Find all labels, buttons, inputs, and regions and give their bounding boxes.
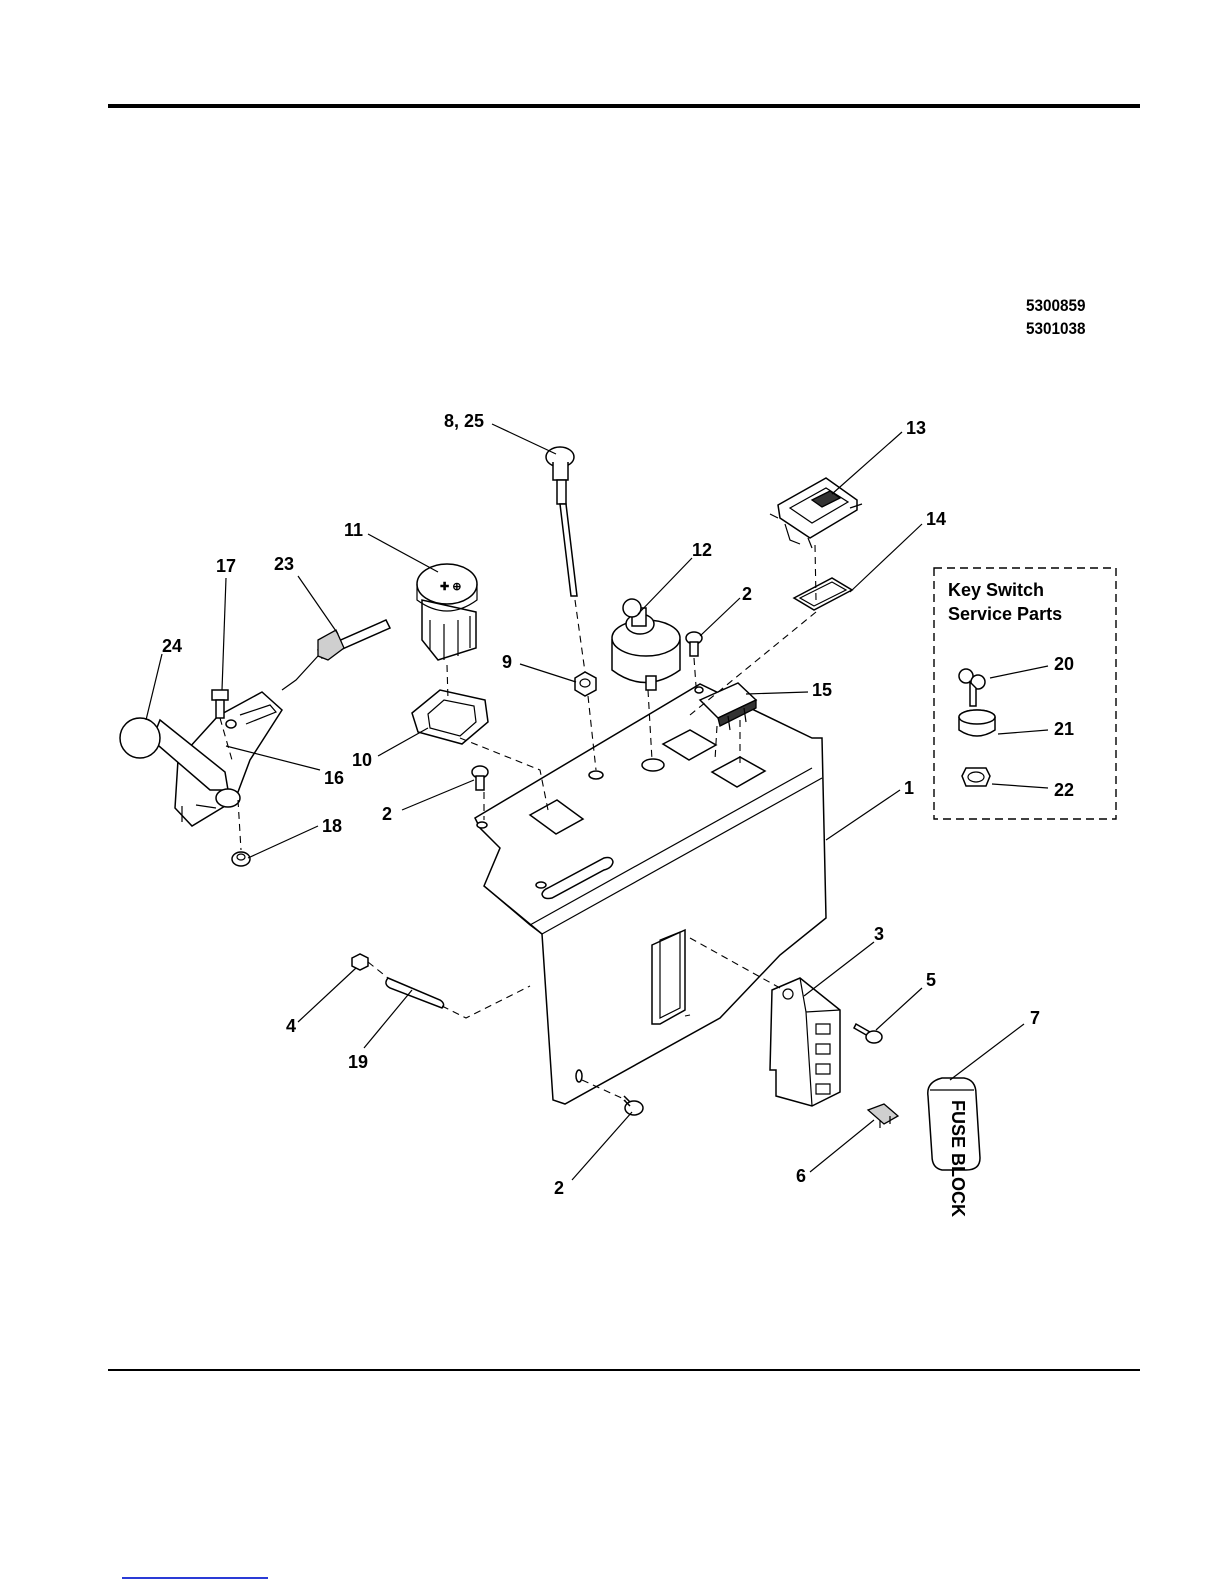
callout-8-25: 8, 25: [444, 411, 484, 431]
callout-18: 18: [322, 816, 342, 836]
service-box-title-1: Key Switch: [948, 580, 1044, 600]
pin-19: [386, 978, 444, 1008]
callout-15: 15: [812, 680, 832, 700]
screw-2-bottom: [624, 1096, 643, 1115]
callout-11: 11: [344, 520, 363, 540]
callout-13: 13: [906, 418, 926, 438]
nut-9: [575, 672, 596, 696]
throttle-lever-assembly: [120, 692, 282, 826]
callout-9: 9: [502, 652, 512, 672]
fuse-block-3: [770, 978, 840, 1106]
hour-meter-13: [770, 478, 862, 548]
screw-2-top: [686, 632, 702, 656]
svg-text:✚ ⊕: ✚ ⊕: [440, 581, 462, 593]
fuse-block-cover-7: FUSE BLOCK: [928, 1078, 980, 1217]
footer-link-underline[interactable]: [122, 1577, 268, 1579]
bezel-10: [412, 690, 488, 744]
callout-12: 12: [692, 540, 712, 560]
callout-21: 21: [1054, 719, 1074, 739]
footer-rule: [108, 1369, 1140, 1371]
callout-19: 19: [348, 1052, 368, 1072]
callout-4: 4: [286, 1016, 296, 1036]
callout-2-bottom: 2: [554, 1178, 564, 1198]
gasket-14: [794, 578, 852, 610]
callout-23: 23: [274, 554, 294, 574]
callout-14: 14: [926, 509, 946, 529]
callout-22: 22: [1054, 780, 1074, 800]
fuse-block-label: FUSE BLOCK: [948, 1100, 968, 1217]
callout-1: 1: [904, 778, 914, 798]
callout-16: 16: [324, 768, 344, 788]
choke-cable-8-25: [546, 447, 577, 596]
fuse-6: [868, 1104, 898, 1128]
service-box-title-2: Service Parts: [948, 604, 1062, 624]
callout-6: 6: [796, 1166, 806, 1186]
callout-17: 17: [216, 556, 236, 576]
callout-24: 24: [162, 636, 182, 656]
callout-2-left: 2: [382, 804, 392, 824]
screw-5: [854, 1024, 882, 1043]
callout-10: 10: [352, 750, 372, 770]
callout-20: 20: [1054, 654, 1074, 674]
key-switch-service-box: Key Switch Service Parts: [934, 568, 1116, 819]
callout-2-top: 2: [742, 584, 752, 604]
nut-4: [352, 954, 368, 970]
screw-2-left: [472, 766, 488, 790]
callout-7: 7: [1030, 1008, 1040, 1028]
callout-5: 5: [926, 970, 936, 990]
callout-3: 3: [874, 924, 884, 944]
pto-switch-11: ✚ ⊕: [417, 564, 477, 660]
nut-18: [232, 852, 250, 866]
key-switch-12: [612, 599, 680, 690]
